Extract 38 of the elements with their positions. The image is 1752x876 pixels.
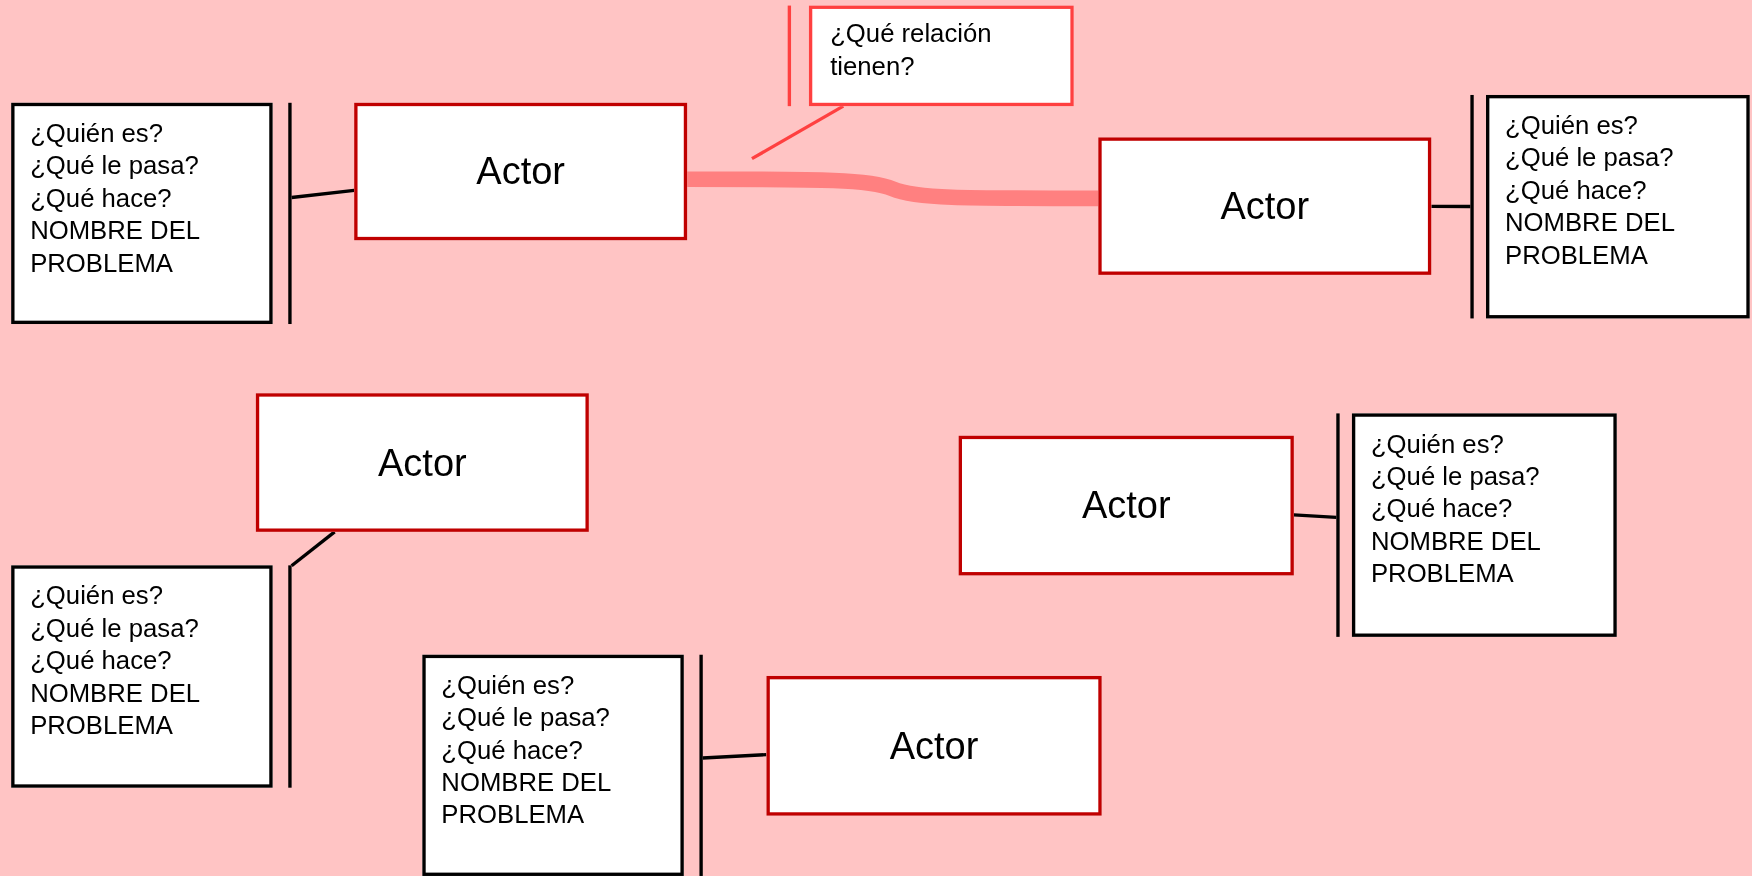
callout-text: ¿Qué hace? bbox=[30, 644, 173, 677]
actor-box bbox=[766, 675, 1102, 816]
actor-label: Actor bbox=[1081, 483, 1171, 528]
callout-text: ¿Qué le pasa? bbox=[1370, 460, 1541, 493]
actor-label: Actor bbox=[1220, 184, 1310, 228]
callout-text: ¿Qué hace? bbox=[30, 182, 173, 215]
callout-text: ¿Qué hace? bbox=[441, 734, 584, 767]
actor-box bbox=[1098, 137, 1432, 275]
callout-text: NOMBRE DEL PROBLEMA bbox=[441, 766, 612, 832]
leader-line bbox=[1293, 513, 1337, 519]
callout-text: ¿Quién es? bbox=[30, 117, 164, 150]
callout-text: NOMBRE DEL PROBLEMA bbox=[30, 677, 201, 742]
leader-line bbox=[291, 188, 355, 200]
callout-text: NOMBRE DEL PROBLEMA bbox=[1505, 206, 1676, 272]
actor-box bbox=[255, 393, 589, 532]
callout-text: ¿Quién es? bbox=[30, 580, 164, 613]
actor-box bbox=[354, 102, 688, 241]
actor-label: Actor bbox=[476, 149, 565, 194]
callout-text: ¿Qué le pasa? bbox=[30, 149, 200, 182]
callout-text: ¿Qué relación tienen? bbox=[830, 18, 993, 83]
callout-text: ¿Quién es? bbox=[1505, 109, 1639, 142]
leader-line bbox=[290, 530, 336, 568]
callout-text: NOMBRE DEL PROBLEMA bbox=[1370, 525, 1541, 590]
callout-text: ¿Qué le pasa? bbox=[30, 612, 200, 645]
callout-text: ¿Quién es? bbox=[1370, 428, 1505, 461]
callout-text: ¿Qué le pasa? bbox=[441, 701, 611, 734]
callout-text: ¿Qué hace? bbox=[1505, 174, 1648, 207]
leader-line bbox=[702, 752, 767, 760]
actor-label: Actor bbox=[889, 724, 979, 768]
callout-text: NOMBRE DEL PROBLEMA bbox=[30, 214, 201, 280]
actor-label: Actor bbox=[378, 440, 467, 485]
leader-line bbox=[1431, 204, 1471, 209]
callout-text: ¿Qué hace? bbox=[1370, 492, 1514, 525]
connector bbox=[687, 171, 1099, 207]
callout-text: ¿Qué le pasa? bbox=[1505, 142, 1675, 175]
actor-box bbox=[958, 435, 1294, 576]
leader-line bbox=[751, 104, 845, 161]
callout-text: ¿Quién es? bbox=[441, 669, 576, 702]
